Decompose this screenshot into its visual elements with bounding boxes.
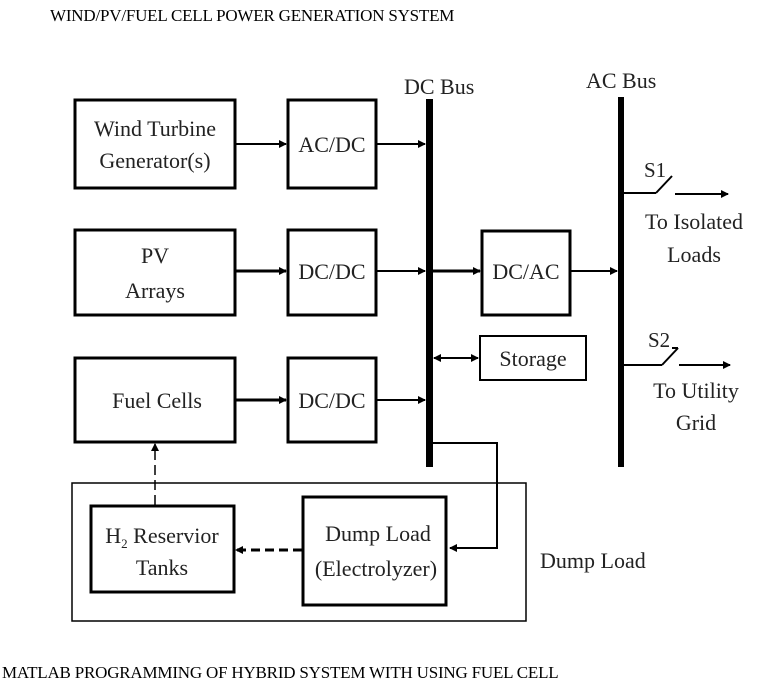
fuel-dcdc-converter-block: DC/DC (286, 356, 378, 444)
isolated-loads-line2: Loads (667, 242, 721, 267)
wind-label-line2: Generator(s) (99, 148, 210, 173)
dump-load-group-label: Dump Load (540, 548, 646, 573)
s2-label: S2 (648, 328, 670, 352)
s1-label: S1 (644, 158, 666, 182)
dc-bus (426, 99, 433, 467)
pv-label-line2: Arrays (125, 278, 185, 303)
pv-dcdc-converter-block: DC/DC (286, 228, 378, 317)
electrolyzer-block: Dump Load (Electrolyzer) (301, 495, 448, 607)
ac-bus-label: AC Bus (586, 68, 656, 93)
wind-label-line1: Wind Turbine (94, 116, 216, 141)
dcac-label: DC/AC (492, 259, 559, 284)
dcbus-to-dumpload-arrow (433, 442, 498, 552)
diagram-title: WIND/PV/FUEL CELL POWER GENERATION SYSTE… (50, 6, 455, 25)
utility-grid-line1: To Utility (653, 378, 739, 403)
dc-bus-label: DC Bus (404, 74, 474, 99)
pv-dcdc-label: DC/DC (298, 259, 365, 284)
pv-label-line1: PV (141, 243, 169, 268)
pv-arrays-block: PV Arrays (73, 228, 237, 317)
fuel-cells-block: Fuel Cells (73, 356, 237, 444)
switch-s1: S1 (624, 158, 673, 194)
electrolyzer-line1: Dump Load (325, 521, 431, 546)
wind-turbine-block: Wind Turbine Generator(s) (73, 98, 237, 190)
storage-block: Storage (479, 335, 587, 381)
electrolyzer-line2: (Electrolyzer) (315, 556, 437, 581)
utility-grid-line2: Grid (676, 410, 716, 435)
switch-s2: S2 (624, 328, 679, 366)
dcac-inverter-block: DC/AC (480, 229, 572, 317)
isolated-loads-line1: To Isolated (645, 209, 743, 234)
fuel-dcdc-label: DC/DC (298, 388, 365, 413)
acdc-converter-block: AC/DC (286, 98, 378, 190)
dump-load-group (71, 482, 527, 622)
storage-label: Storage (499, 346, 566, 371)
h2-label-line1: H2 Reservior (105, 523, 219, 551)
acdc-label: AC/DC (298, 132, 365, 157)
fuel-cells-label: Fuel Cells (112, 388, 202, 413)
h2-reservoir-block: H2 Reservior Tanks (89, 504, 236, 594)
h2-label-line2: Tanks (136, 555, 188, 580)
caption: MATLAB PROGRAMMING OF HYBRID SYSTEM WITH… (2, 663, 559, 682)
ac-bus (618, 97, 624, 467)
